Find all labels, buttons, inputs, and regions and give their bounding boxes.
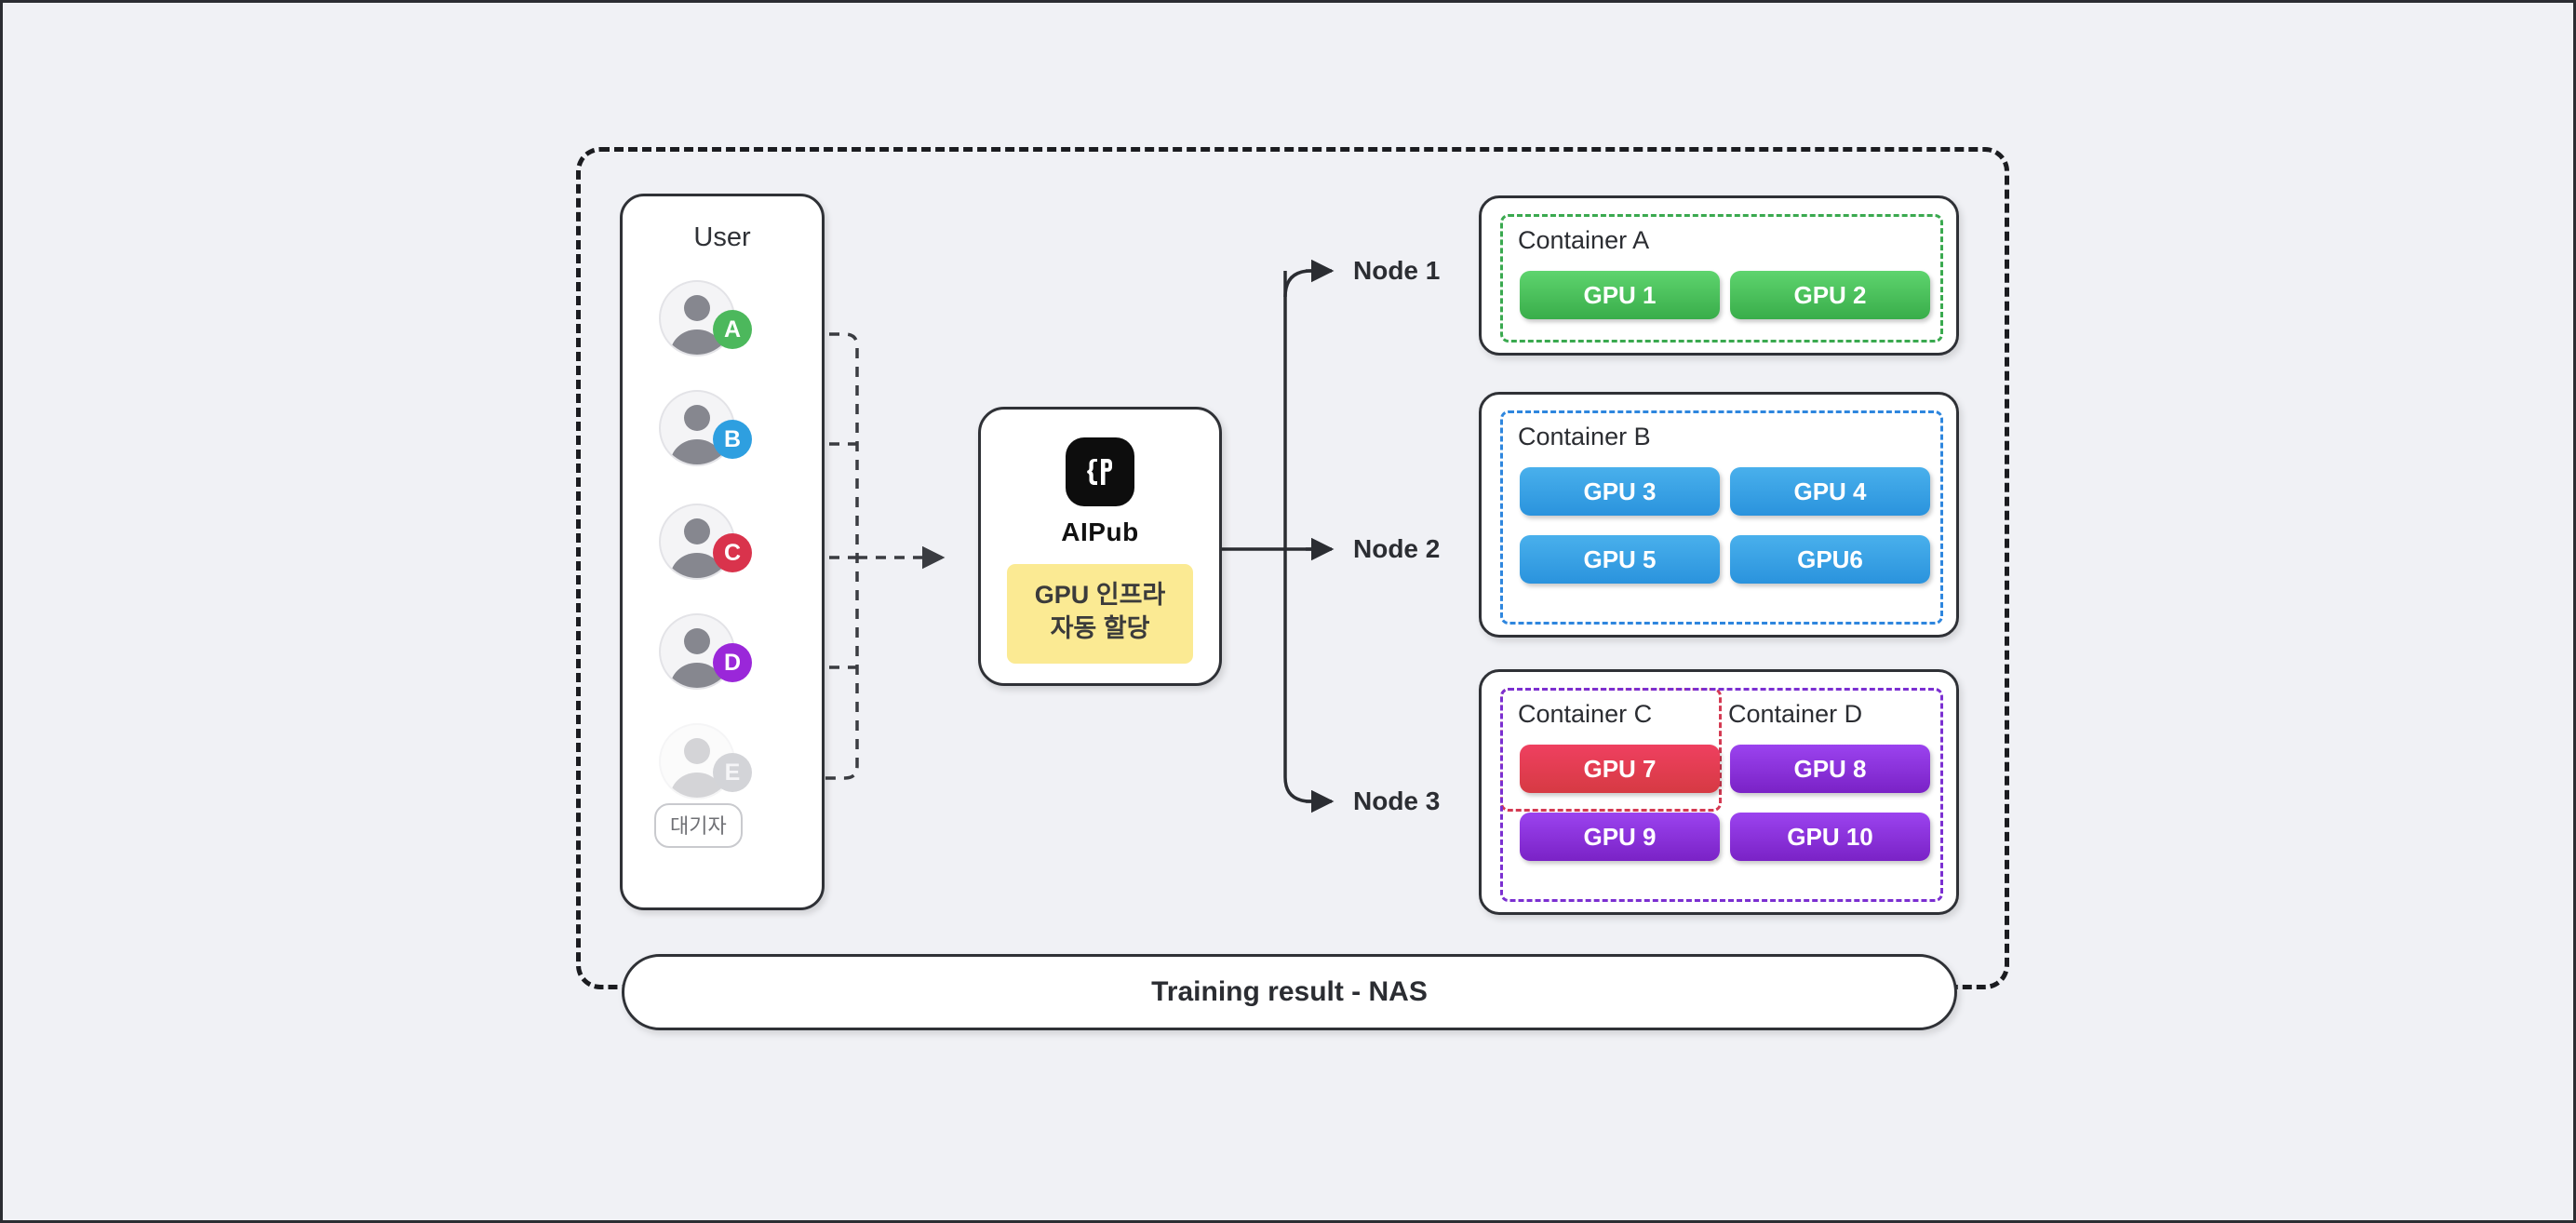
user-badge-d: D <box>713 643 752 682</box>
aipub-logo-icon <box>1066 437 1134 506</box>
gpu-10[interactable]: GPU 10 <box>1730 813 1930 861</box>
node-card-1: Container A GPU 1 GPU 2 <box>1479 195 1959 356</box>
gpu-9[interactable]: GPU 9 <box>1520 813 1720 861</box>
gpu-8[interactable]: GPU 8 <box>1730 745 1930 793</box>
gpu-7[interactable]: GPU 7 <box>1520 745 1720 793</box>
user-row-d[interactable]: D <box>649 613 807 706</box>
aipub-name: AIPub <box>1061 517 1139 546</box>
avatar-e: E <box>659 723 752 800</box>
node-label-3: Node 3 <box>1353 786 1441 815</box>
user-badge-c: C <box>713 533 752 572</box>
aipub-feature-chip: GPU 인프라 자동 할당 <box>1007 564 1193 664</box>
aipub-chip-line2: 자동 할당 <box>1050 613 1150 642</box>
container-d-title: Container D <box>1728 700 1863 728</box>
user-badge-a: A <box>713 310 752 349</box>
node-card-3: Container C GPU 7 Container D GPU 8 GPU … <box>1479 669 1959 915</box>
user-panel: User A <box>620 194 825 910</box>
container-a-title: Container A <box>1518 226 1650 254</box>
gpu-5[interactable]: GPU 5 <box>1520 535 1720 584</box>
gpu-3[interactable]: GPU 3 <box>1520 467 1720 516</box>
container-b-title: Container B <box>1518 423 1651 450</box>
user-badge-e: E <box>713 753 752 792</box>
person-icon <box>670 405 724 464</box>
person-icon <box>670 518 724 578</box>
waiting-status-badge: 대기자 <box>654 803 743 848</box>
container-a: Container A GPU 1 GPU 2 <box>1500 214 1943 343</box>
node-label-2: Node 2 <box>1353 534 1441 563</box>
person-icon <box>670 295 724 355</box>
avatar-c: C <box>659 504 752 580</box>
user-row-c[interactable]: C <box>649 504 807 597</box>
node-label-1: Node 1 <box>1353 256 1441 285</box>
container-d: Container D GPU 8 GPU 9 GPU 10 <box>1500 688 1943 902</box>
avatar-d: D <box>659 613 752 690</box>
training-result-bar[interactable]: Training result - NAS <box>622 954 1957 1030</box>
user-panel-title: User <box>693 222 751 252</box>
person-icon <box>670 628 724 688</box>
avatar-a: A <box>659 280 752 356</box>
user-row-e[interactable]: E 대기자 <box>649 723 807 848</box>
avatar-b: B <box>659 390 752 466</box>
person-icon <box>670 738 724 798</box>
user-row-a[interactable]: A <box>649 280 807 373</box>
container-b: Container B GPU 3 GPU 4 GPU 5 GPU6 <box>1500 410 1943 625</box>
aipub-card[interactable]: AIPub GPU 인프라 자동 할당 <box>978 407 1222 686</box>
container-c-title: Container C <box>1518 700 1653 728</box>
gpu-6[interactable]: GPU6 <box>1730 535 1930 584</box>
user-badge-b: B <box>713 420 752 459</box>
container-c: Container C GPU 7 <box>1500 688 1722 812</box>
user-row-b[interactable]: B <box>649 390 807 483</box>
gpu-2[interactable]: GPU 2 <box>1730 271 1930 319</box>
aipub-chip-line1: GPU 인프라 <box>1034 581 1166 609</box>
gpu-4[interactable]: GPU 4 <box>1730 467 1930 516</box>
node-card-2: Container B GPU 3 GPU 4 GPU 5 GPU6 <box>1479 392 1959 638</box>
gpu-1[interactable]: GPU 1 <box>1520 271 1720 319</box>
training-result-label: Training result - NAS <box>1151 976 1428 1007</box>
